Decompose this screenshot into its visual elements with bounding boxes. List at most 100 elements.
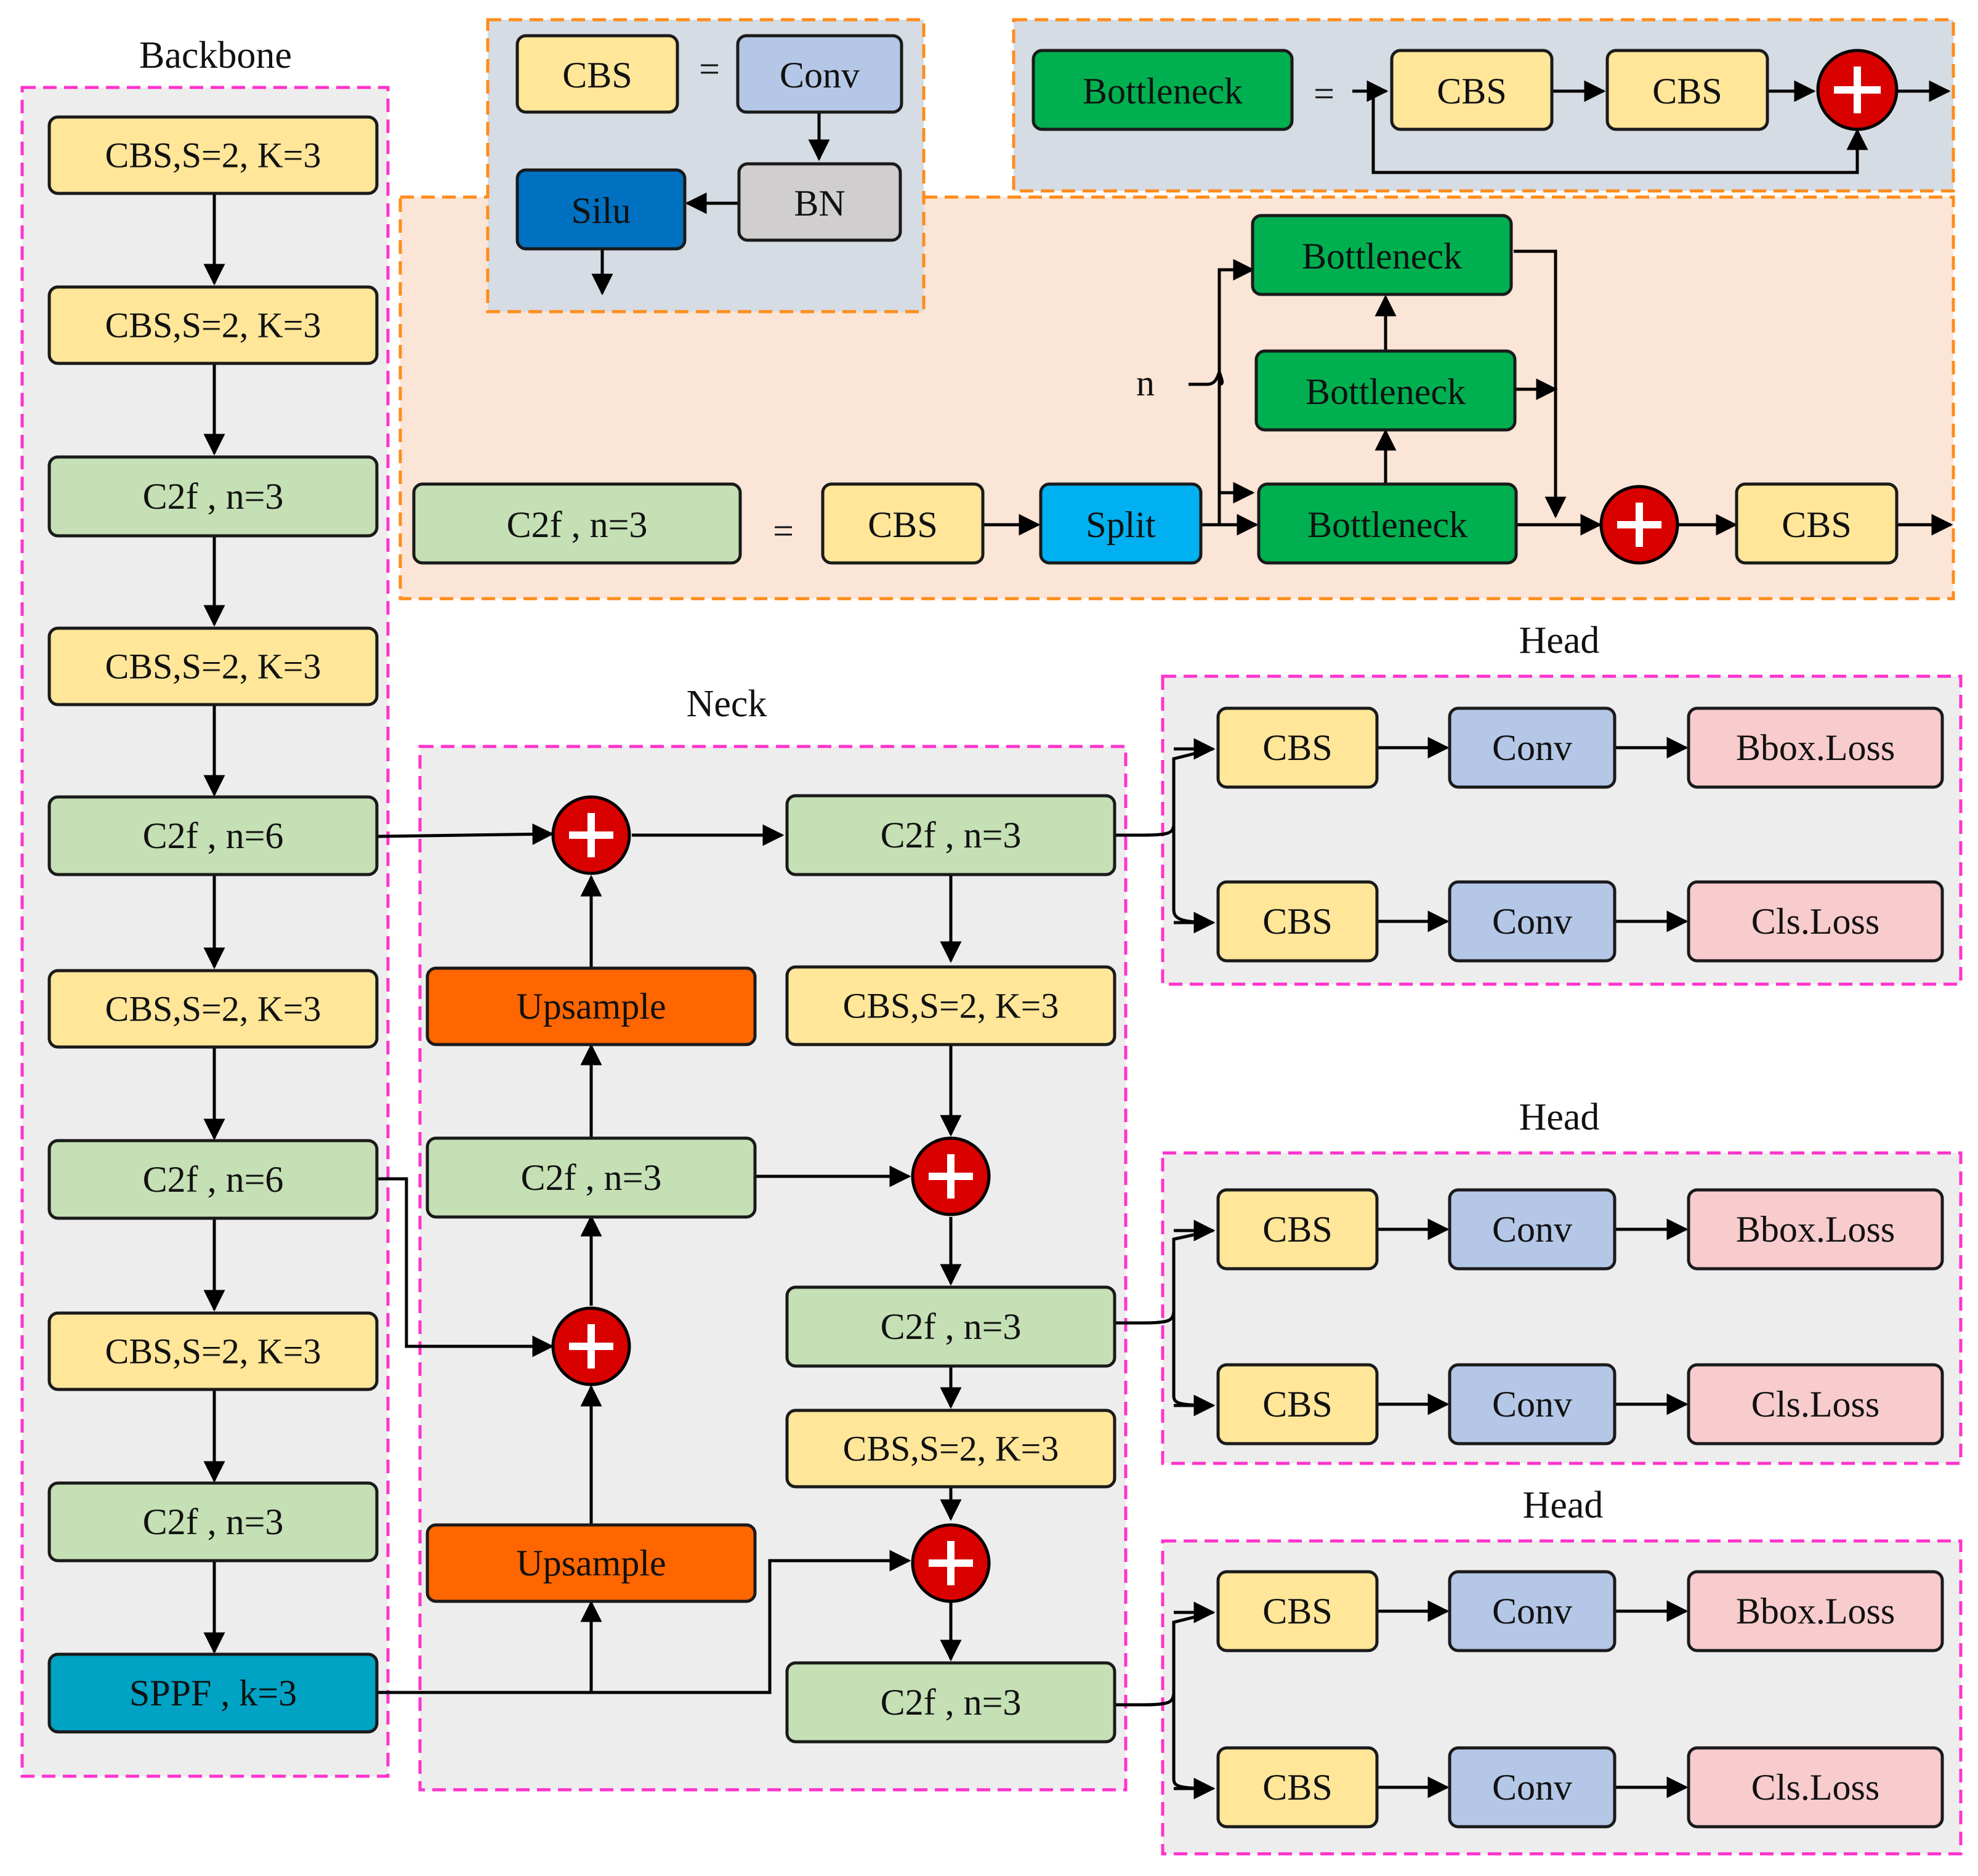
- c2f-legend-c2f-box: C2f , n=3: [412, 482, 742, 565]
- bottleneck-legend-cbs-2: CBS: [1605, 49, 1769, 131]
- cbs-legend-equals: =: [699, 49, 720, 89]
- head-1-cls-loss: Cls.Loss: [1687, 880, 1944, 963]
- svg-text:SPPF , k=3: SPPF , k=3: [129, 1673, 297, 1713]
- backbone-block-8: CBS,S=2, K=3: [47, 1311, 379, 1391]
- backbone-block-2: CBS,S=2, K=3: [47, 285, 379, 365]
- connectors: [203, 80, 1953, 1800]
- neck-add-icon-3: [911, 1136, 991, 1216]
- head-2-conv-bbox: Conv: [1448, 1188, 1617, 1271]
- svg-text:C2f , n=3: C2f , n=3: [507, 504, 648, 545]
- neck-c2f-output-2: C2f , n=3: [785, 1285, 1116, 1368]
- svg-text:Conv: Conv: [1492, 1591, 1572, 1631]
- backbone-title: Backbone: [139, 34, 292, 76]
- svg-text:Bottleneck: Bottleneck: [1307, 504, 1467, 545]
- svg-text:Upsample: Upsample: [516, 986, 666, 1027]
- head-3-cbs-cls: CBS: [1216, 1746, 1379, 1829]
- svg-text:CBS,S=2, K=3: CBS,S=2, K=3: [105, 305, 321, 346]
- svg-text:CBS: CBS: [1262, 1384, 1332, 1425]
- svg-text:C2f , n=3: C2f , n=3: [881, 815, 1022, 855]
- head-title-3: Head: [1523, 1484, 1604, 1526]
- head-2-conv-cls: Conv: [1448, 1363, 1617, 1445]
- backbone-block-6: CBS,S=2, K=3: [47, 969, 379, 1049]
- backbone-block-10: SPPF , k=3: [47, 1652, 379, 1734]
- svg-text:Conv: Conv: [1492, 1384, 1572, 1425]
- svg-text:Split: Split: [1086, 504, 1156, 545]
- svg-text:Silu: Silu: [571, 190, 631, 231]
- svg-text:Cls.Loss: Cls.Loss: [1751, 1384, 1879, 1425]
- svg-text:Bottleneck: Bottleneck: [1306, 371, 1466, 412]
- cbs-legend-silu-box: Silu: [515, 168, 687, 251]
- head-3-bbox-loss: Bbox.Loss: [1687, 1570, 1944, 1652]
- svg-text:CBS: CBS: [1262, 901, 1332, 942]
- head-1-cbs-bbox: CBS: [1216, 706, 1379, 789]
- neck-add-icon-2: [551, 1306, 631, 1386]
- cbs-legend-bn-box: BN: [737, 162, 902, 242]
- c2f-legend-add-icon: [1599, 485, 1679, 565]
- svg-text:Conv: Conv: [1492, 727, 1572, 768]
- backbone-block-4: CBS,S=2, K=3: [47, 626, 379, 706]
- svg-text:CBS,S=2, K=3: CBS,S=2, K=3: [843, 986, 1059, 1026]
- neck-region: [418, 745, 1128, 1792]
- bottleneck-legend-cbs-1: CBS: [1390, 49, 1554, 131]
- head-title-2: Head: [1519, 1096, 1600, 1138]
- bottleneck-legend-add-icon: [1816, 49, 1899, 131]
- c2f-legend-cbs-out: CBS: [1735, 482, 1899, 565]
- neck-cbs-downsample-1: CBS,S=2, K=3: [785, 965, 1116, 1046]
- svg-text:C2f , n=3: C2f , n=3: [881, 1306, 1022, 1347]
- svg-text:C2f , n=3: C2f , n=3: [143, 476, 284, 517]
- head-3-cbs-bbox: CBS: [1216, 1570, 1379, 1652]
- svg-text:C2f , n=6: C2f , n=6: [143, 1159, 284, 1200]
- neck-c2f-output-1: C2f , n=3: [785, 794, 1116, 876]
- svg-text:Bbox.Loss: Bbox.Loss: [1736, 727, 1895, 768]
- svg-text:CBS: CBS: [1652, 71, 1722, 111]
- head-3-cls-loss: Cls.Loss: [1687, 1746, 1944, 1829]
- svg-text:CBS,S=2, K=3: CBS,S=2, K=3: [105, 1332, 321, 1372]
- neck-add-icon-1: [551, 795, 631, 875]
- svg-text:Cls.Loss: Cls.Loss: [1751, 1767, 1879, 1808]
- neck-title: Neck: [687, 683, 767, 725]
- c2f-legend-split-box: Split: [1039, 482, 1203, 565]
- head-2-cbs-bbox: CBS: [1216, 1188, 1379, 1271]
- head-1-conv-cls: Conv: [1448, 880, 1617, 963]
- head-2-bbox-loss: Bbox.Loss: [1687, 1188, 1944, 1271]
- c2f-legend-n-label: n: [1136, 363, 1155, 403]
- svg-text:CBS: CBS: [1262, 1767, 1332, 1808]
- head-3-conv-bbox: Conv: [1448, 1570, 1617, 1652]
- svg-text:CBS,S=2, K=3: CBS,S=2, K=3: [843, 1429, 1059, 1469]
- svg-text:Conv: Conv: [780, 55, 860, 95]
- head-2-cls-loss: Cls.Loss: [1687, 1363, 1944, 1445]
- svg-text:Conv: Conv: [1492, 1209, 1572, 1250]
- head-2-cbs-cls: CBS: [1216, 1363, 1379, 1445]
- head-1-cbs-cls: CBS: [1216, 880, 1379, 963]
- svg-text:Upsample: Upsample: [516, 1543, 666, 1583]
- svg-text:Bbox.Loss: Bbox.Loss: [1736, 1591, 1895, 1631]
- svg-text:CBS,S=2, K=3: CBS,S=2, K=3: [105, 647, 321, 687]
- neck-c2f-output-3: C2f , n=3: [785, 1661, 1116, 1744]
- svg-text:C2f , n=6: C2f , n=6: [143, 815, 284, 856]
- neck-add-icon-4: [911, 1523, 991, 1603]
- backbone-block-7: C2f , n=6: [47, 1139, 379, 1220]
- svg-text:C2f , n=3: C2f , n=3: [521, 1157, 662, 1198]
- svg-text:CBS: CBS: [1262, 1591, 1332, 1631]
- head-3-conv-cls: Conv: [1448, 1746, 1617, 1829]
- svg-text:CBS: CBS: [1262, 1209, 1332, 1250]
- backbone-block-3: C2f , n=3: [47, 455, 379, 538]
- svg-text:Conv: Conv: [1492, 1767, 1572, 1808]
- neck-upsample-2: Upsample: [426, 1523, 757, 1603]
- c2f-legend-equals: =: [773, 511, 794, 551]
- svg-text:Conv: Conv: [1492, 901, 1572, 942]
- svg-text:CBS: CBS: [868, 504, 937, 545]
- svg-text:CBS,S=2, K=3: CBS,S=2, K=3: [105, 135, 321, 176]
- bottleneck-legend-equals: =: [1314, 73, 1334, 114]
- c2f-legend-cbs-in: CBS: [821, 482, 985, 565]
- cbs-legend-cbs-box: CBS: [515, 34, 679, 114]
- neck-cbs-downsample-2: CBS,S=2, K=3: [785, 1409, 1116, 1489]
- svg-text:BN: BN: [794, 183, 845, 224]
- svg-text:CBS,S=2, K=3: CBS,S=2, K=3: [105, 989, 321, 1029]
- c2f-legend-bottleneck-2: Bottleneck: [1254, 349, 1517, 432]
- backbone-block-1: CBS,S=2, K=3: [47, 115, 379, 195]
- backbone-block-5: C2f , n=6: [47, 795, 379, 876]
- c2f-legend-bottleneck-3: Bottleneck: [1251, 214, 1513, 296]
- svg-text:Bottleneck: Bottleneck: [1302, 236, 1462, 277]
